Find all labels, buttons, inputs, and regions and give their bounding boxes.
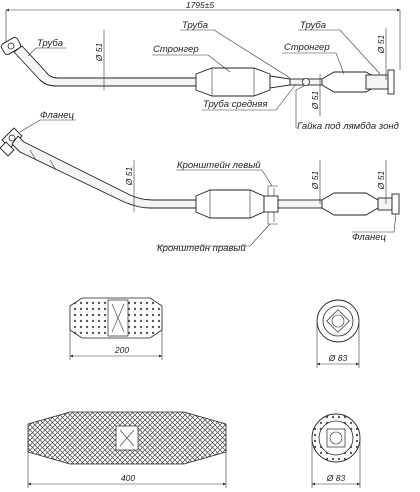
mid-stronger-left	[195, 189, 265, 219]
leader-pipe-left	[27, 47, 66, 57]
bracket-left	[263, 185, 279, 213]
top-inlet-flange	[0, 36, 22, 56]
stronger-400: 400	[27, 411, 227, 488]
mid-outlet-flange	[391, 193, 400, 215]
label-pipe-middle: Труба средняя	[203, 99, 268, 110]
label-stronger-left: Стронгер	[153, 44, 199, 55]
dim-d51-top-right: Ø 51	[376, 35, 386, 55]
leader-stronger-right	[282, 52, 345, 75]
label-stronger-right: Стронгер	[284, 42, 330, 53]
leader-pipe-top	[180, 29, 291, 79]
dim-200: 200	[114, 345, 129, 355]
label-flange-left: Фланец	[40, 110, 74, 121]
label-pipe-top: Труба	[182, 20, 208, 31]
leader-lambda-nut	[295, 85, 305, 128]
leader-pipe-middle	[202, 83, 297, 111]
dim-d51-top-middle: Ø 51	[310, 91, 320, 111]
leader-flange-left	[19, 119, 76, 133]
label-pipe-left: Труба	[37, 38, 63, 49]
label-lambda-nut: Гайка под лямбда зонд	[297, 121, 399, 132]
mid-stronger-right	[321, 192, 379, 216]
label-pipe-right: Труба	[300, 20, 326, 31]
mid-bent-pipe	[11, 135, 201, 209]
dim-400: 400	[121, 473, 135, 483]
overall-length-dim: 1795±5	[186, 0, 215, 10]
dim-d51-mid-right: Ø 51	[376, 171, 386, 191]
mid-inlet-flange	[0, 127, 23, 157]
dim-d51-mid-middle: Ø 51	[124, 167, 134, 187]
leader-bracket-left	[176, 169, 273, 187]
mid-pipe	[277, 199, 323, 209]
leader-flange-right	[352, 213, 397, 233]
lambda-nut	[302, 78, 310, 86]
label-bracket-left: Кронштейн левый	[177, 160, 261, 171]
stronger-400-end: Ø 83	[311, 413, 361, 488]
bracket-right	[267, 212, 278, 225]
leader-pipe-right	[298, 29, 381, 75]
top-outlet-flange	[387, 69, 395, 95]
dim-d83-a: Ø 83	[328, 353, 348, 363]
middle-assembly: Ø 51 Ø 51 Ø 51 Фланец Кронштейн левый Кр…	[0, 110, 400, 254]
stronger-200-end: Ø 83	[316, 299, 360, 368]
top-assembly: 1795±5 Ø 51 Ø 51 Ø 51 Труба Труба	[0, 0, 401, 132]
leader-stronger-left	[152, 54, 231, 73]
dim-d51-top-left: Ø 51	[94, 43, 104, 63]
label-bracket-right: Кронштейн правый	[157, 243, 246, 254]
dim-d51-mid-right-a: Ø 51	[310, 171, 320, 191]
stronger-200: 200	[69, 297, 163, 360]
dim-d83-b: Ø 83	[326, 473, 346, 483]
top-stronger-left	[195, 67, 271, 97]
leader-bracket-right	[156, 223, 271, 247]
label-flange-right: Фланец	[352, 232, 386, 243]
